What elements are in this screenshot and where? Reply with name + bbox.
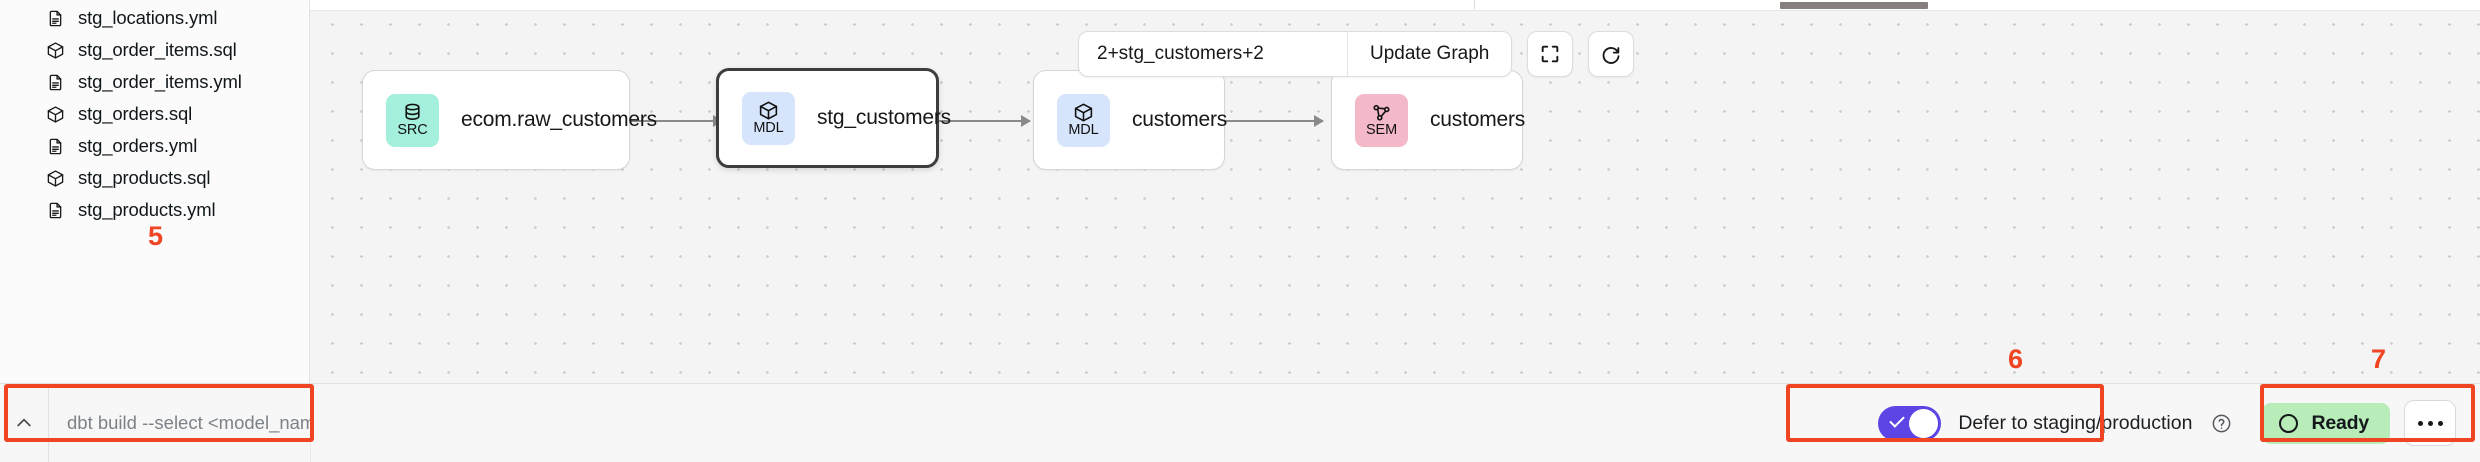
lineage-graph-canvas[interactable]: Update Graph	[310, 0, 2480, 383]
node-badge-label: MDL	[753, 120, 784, 136]
more-horizontal-icon	[2437, 420, 2443, 426]
node-badge-label: MDL	[1068, 122, 1099, 138]
defer-toggle-group: Defer to staging/production	[1864, 396, 2248, 451]
file-tree-item[interactable]: stg_orders.yml	[0, 130, 309, 162]
lineage-node-source[interactable]: SRC ecom.raw_customers	[362, 70, 657, 170]
file-explorer-sidebar: stg_locations.yml stg_order_items.sql	[0, 0, 310, 383]
graph-selector-group: Update Graph	[1078, 31, 1513, 77]
file-tree-item-label: stg_locations.yml	[78, 7, 218, 28]
file-tree-item[interactable]: stg_orders.sql	[0, 98, 309, 130]
update-graph-button[interactable]: Update Graph	[1347, 32, 1512, 76]
graph-toolbar: Update Graph	[1078, 31, 1635, 77]
more-options-button[interactable]	[2404, 400, 2456, 446]
lineage-node-label: ecom.raw_customers	[461, 108, 657, 131]
file-tree-item[interactable]: stg_products.sql	[0, 162, 309, 194]
file-tree-item[interactable]: stg_products.yml	[0, 194, 309, 226]
lineage-node-label: customers	[1132, 108, 1228, 131]
model-cube-icon	[46, 105, 65, 124]
database-icon	[402, 102, 423, 123]
status-badge[interactable]: Ready	[2262, 402, 2390, 444]
fit-to-screen-icon	[1539, 43, 1561, 65]
refresh-icon	[1600, 43, 1622, 65]
file-tree-item-label: stg_products.sql	[78, 167, 211, 188]
model-cube-icon	[46, 169, 65, 188]
status-badge-label: Ready	[2311, 411, 2369, 434]
status-circle-icon	[2279, 413, 2299, 433]
upper-region: stg_locations.yml stg_order_items.sql	[0, 0, 2480, 383]
yaml-file-icon	[46, 137, 65, 156]
node-type-badge: SEM	[1355, 93, 1408, 147]
file-tree-item-label: stg_orders.sql	[78, 103, 193, 124]
check-icon	[1889, 411, 1906, 428]
chevron-up-icon	[14, 413, 34, 433]
status-ready-group: Ready	[2248, 392, 2466, 454]
fit-to-screen-button[interactable]	[1527, 31, 1574, 77]
status-zone: Defer to staging/production Ready	[310, 384, 2480, 462]
model-cube-icon	[46, 41, 65, 60]
file-tree-item[interactable]: stg_order_items.sql	[0, 34, 309, 66]
yaml-file-icon	[46, 9, 65, 28]
defer-toggle-label: Defer to staging/production	[1958, 411, 2193, 434]
collapse-console-button[interactable]	[0, 384, 49, 462]
node-type-badge: MDL	[742, 91, 795, 145]
lineage-node-label: stg_customers	[817, 106, 951, 129]
lineage-node-label: customers	[1430, 108, 1526, 131]
file-tree-item-label: stg_order_items.sql	[78, 39, 237, 60]
lineage-edge	[935, 115, 1031, 127]
dbt-command-input[interactable]	[49, 384, 310, 462]
file-tree-item-label: stg_orders.yml	[78, 135, 198, 156]
file-tree-item[interactable]: stg_order_items.yml	[0, 66, 309, 98]
node-badge-label: SEM	[1365, 122, 1398, 138]
lineage-node-model-selected[interactable]: MDL stg_customers	[716, 68, 951, 168]
cube-icon	[1073, 102, 1094, 123]
toggle-knob	[1909, 408, 1939, 438]
yaml-file-icon	[46, 201, 65, 220]
file-tree-list: stg_locations.yml stg_order_items.sql	[0, 2, 309, 226]
more-horizontal-icon	[2427, 420, 2433, 426]
active-tab-indicator[interactable]	[1780, 2, 1928, 9]
defer-toggle[interactable]	[1878, 405, 1942, 441]
node-type-badge: MDL	[1057, 93, 1110, 147]
node-badge-label: SRC	[397, 122, 428, 138]
yaml-file-icon	[46, 73, 65, 92]
file-tree-item[interactable]: stg_locations.yml	[0, 2, 309, 34]
bottom-status-bar: Defer to staging/production Ready	[0, 383, 2480, 462]
refresh-graph-button[interactable]	[1588, 31, 1635, 77]
lineage-node-model[interactable]: MDL customers	[1033, 70, 1228, 170]
lineage-node-semantic[interactable]: SEM customers	[1331, 70, 1526, 170]
editor-tab-strip	[310, 0, 2480, 11]
command-bar	[0, 384, 310, 462]
cube-icon	[758, 100, 779, 121]
tab-divider	[1474, 0, 1475, 9]
node-type-badge: SRC	[386, 93, 439, 147]
lineage-edge	[1223, 115, 1324, 127]
file-tree-item-label: stg_products.yml	[78, 199, 216, 220]
file-tree-item-label: stg_order_items.yml	[78, 71, 242, 92]
graph-selector-input[interactable]	[1079, 32, 1347, 76]
help-circle-icon[interactable]	[2211, 413, 2232, 434]
semantic-graph-icon	[1371, 102, 1392, 123]
more-horizontal-icon	[2417, 420, 2423, 426]
